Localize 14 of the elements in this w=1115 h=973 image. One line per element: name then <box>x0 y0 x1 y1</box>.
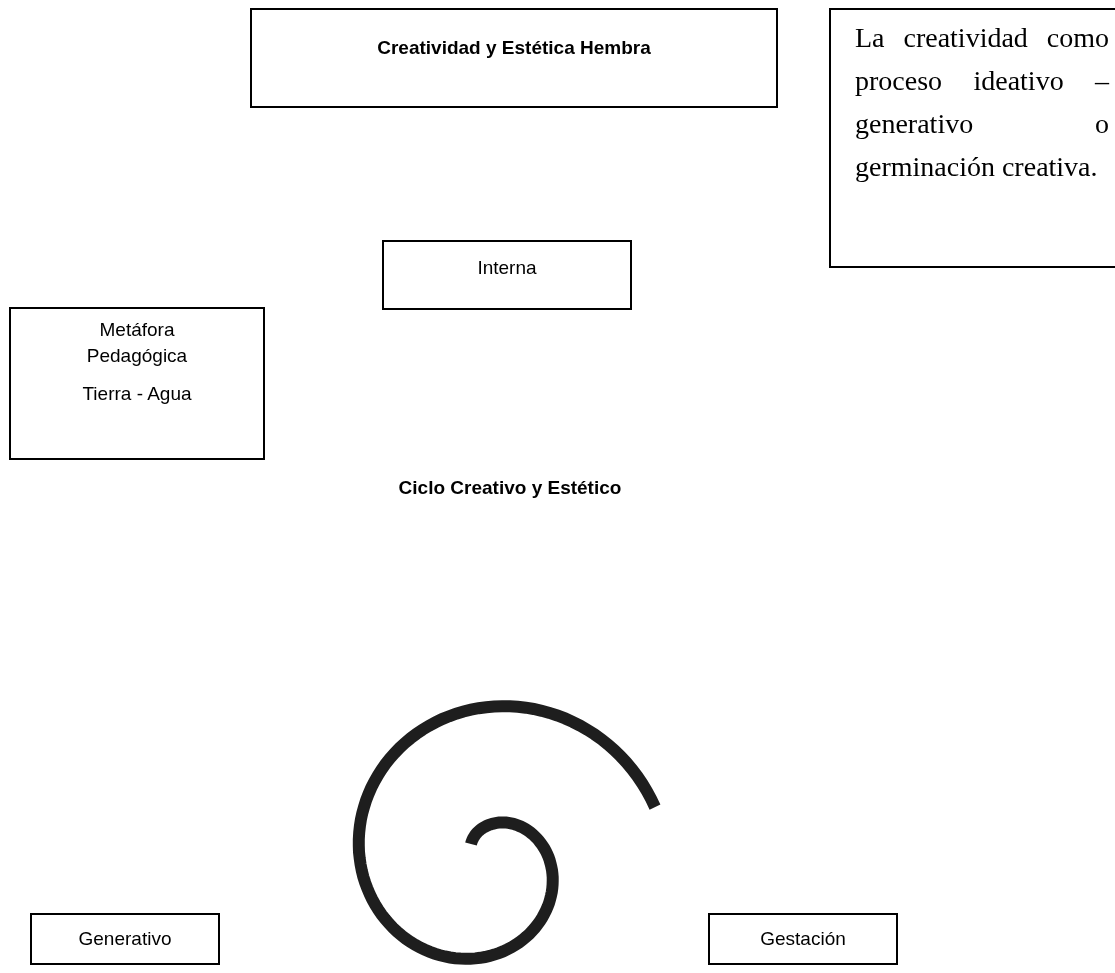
text-box <box>9 307 265 460</box>
heading-text: Ciclo Creativo y Estético <box>397 476 623 500</box>
box-text: Generativo <box>78 927 172 951</box>
box-text: La creatividad como proceso ideativo – generativo o germinación creativa. <box>855 21 1109 184</box>
box-text: Gestación <box>760 927 846 951</box>
box-text: Interna <box>477 256 537 280</box>
text-box <box>30 913 220 965</box>
text-box <box>829 8 1115 268</box>
text-box <box>382 240 632 310</box>
text-box <box>250 8 778 108</box>
text-box <box>708 913 898 965</box>
box-text: Creatividad y Estética Hembra <box>377 36 651 60</box>
box-text: Tierra - Agua <box>82 382 192 406</box>
box-text: Metáfora Pedagógica <box>85 318 189 368</box>
